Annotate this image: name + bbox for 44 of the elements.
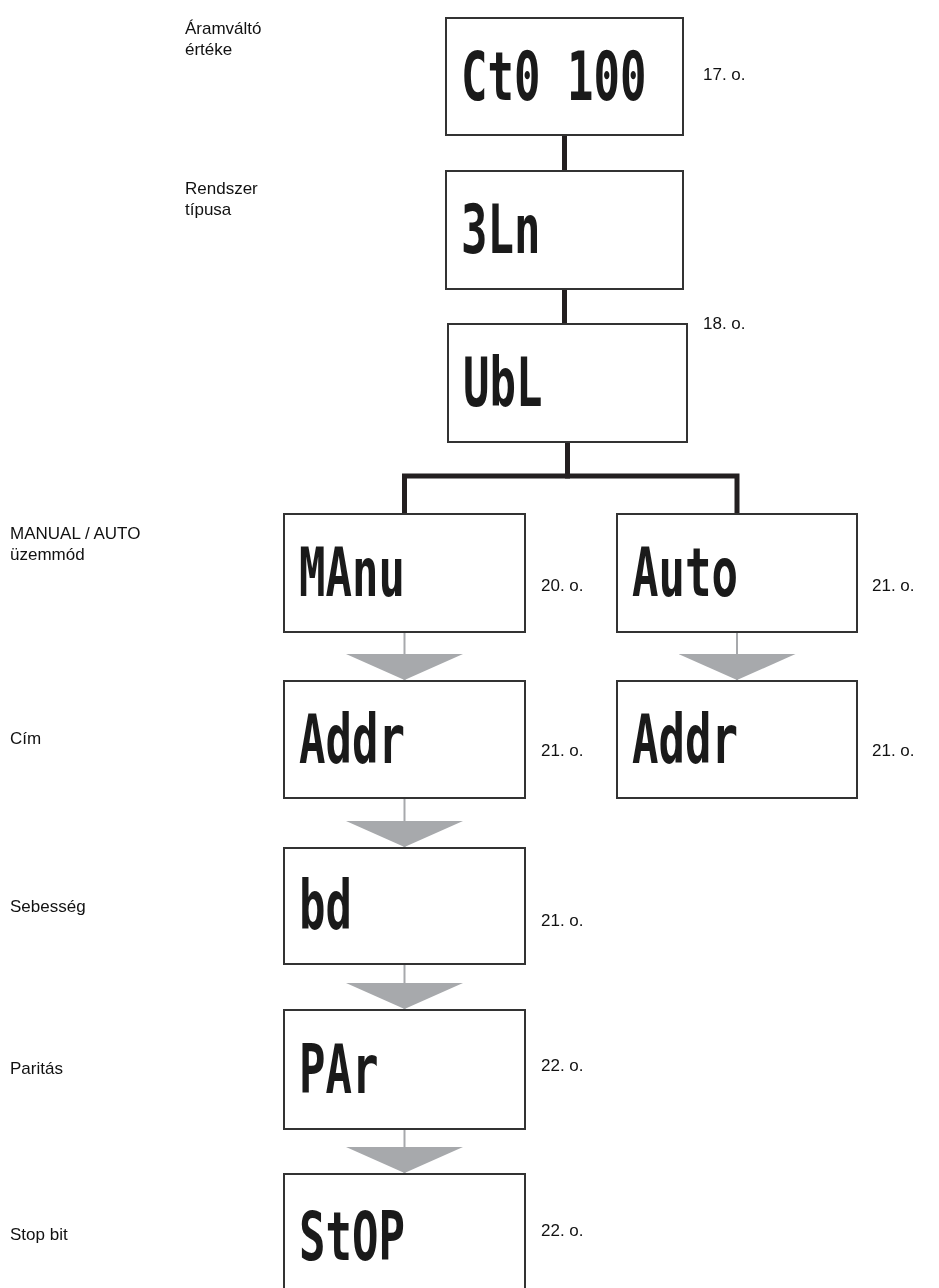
connector-line [562,136,567,170]
arrow [346,798,463,848]
lcd-display-box [616,680,858,799]
display-readout: Auto [632,538,738,608]
lcd-display-box [283,1009,526,1130]
lcd-display-box [445,170,684,290]
page-reference: 22. o. [541,1055,584,1076]
lcd-display-box [445,17,684,136]
display-readout: bd [299,871,352,941]
lcd-display-box [616,513,858,633]
display-readout: Addr [299,705,405,774]
display-readout: MAnu [299,538,405,608]
row-label: MANUAL / AUTO üzemmód [10,523,142,565]
display-readout: Addr [632,705,738,774]
display-readout: Ct0 100 [461,42,647,111]
arrow [346,964,463,1010]
page-reference: 17. o. [703,64,746,85]
row-label: Rendszer típusa [185,178,259,220]
page-reference: 20. o. [541,575,584,596]
page-reference: 18. o. [703,313,746,334]
lcd-display-box [283,513,526,633]
row-label: Sebesség [10,896,87,917]
page-reference: 21. o. [872,575,915,596]
arrow [346,1129,463,1174]
page-reference: 21. o. [541,910,584,931]
row-label: Cím [10,728,43,749]
lcd-display-box [283,1173,526,1288]
lcd-display-box [283,847,526,965]
display-readout: StOP [299,1202,405,1271]
lcd-display-box [283,680,526,799]
row-label: Paritás [10,1058,64,1079]
lcd-display-box [447,323,688,443]
display-readout: UbL [463,348,543,418]
connector-line [562,290,567,323]
page-reference: 21. o. [872,740,915,761]
arrow [346,632,463,681]
row-label: Áramváltó értéke [185,18,263,60]
page-reference: 21. o. [541,740,584,761]
display-readout: PAr [299,1035,379,1104]
page-reference: 22. o. [541,1220,584,1241]
row-label: Stop bit [10,1224,69,1245]
display-readout: 3Ln [461,195,541,265]
arrow [678,632,796,681]
connector-line [565,443,740,513]
